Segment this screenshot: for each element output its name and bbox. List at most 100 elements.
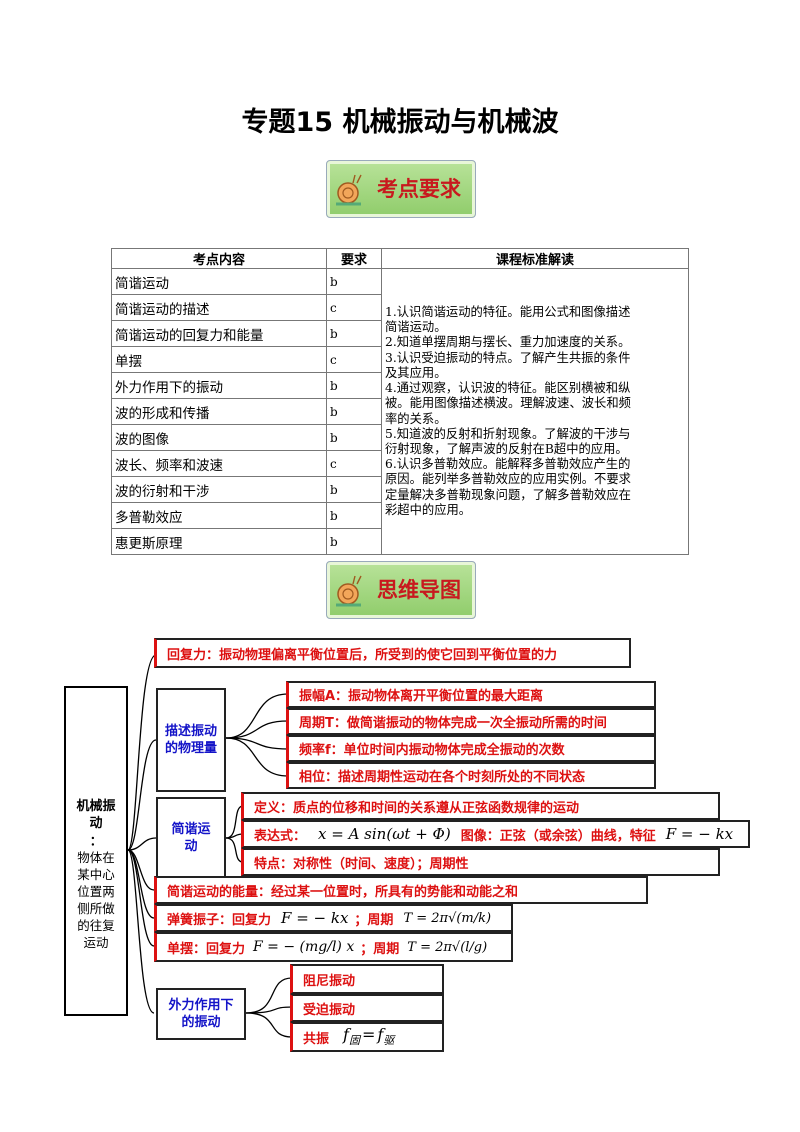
standard-line: 率的关系。 xyxy=(385,411,447,426)
requirements-badge-label: 考点要求 xyxy=(377,177,461,201)
level-cell: b xyxy=(326,268,382,295)
standard-line: 简谐运动。 xyxy=(385,320,447,335)
topic-cell: 简谐运动的描述 xyxy=(111,294,327,321)
standard-line: 3.认识受迫振动的特点。了解产生共振的条件 xyxy=(385,350,631,365)
resonance-sub-rhs: 驱 xyxy=(383,1034,395,1048)
standard-line: 定量解决多普勒现象问题，了解多普勒效应在 xyxy=(385,487,631,502)
damped-text: 阻尼振动 xyxy=(303,973,356,989)
expression-formula: x = A sin(ωt + Φ) xyxy=(318,825,451,843)
shm-group-node: 简谐运动 xyxy=(156,797,226,879)
forced-text: 受迫振动 xyxy=(303,1002,356,1018)
root-colon: ： xyxy=(89,833,103,848)
pendulum-label: 单摆：回复力 xyxy=(167,941,246,957)
resonance-node: 共振 f固=f驱 xyxy=(290,1022,444,1052)
features-node: 特点：对称性（时间、速度）；周期性 xyxy=(241,848,720,876)
standard-line: 1.认识简谐运动的特征。能用公式和图像描述 xyxy=(385,305,631,320)
level-cell: b xyxy=(326,372,382,399)
standard-line: 被。能用图像描述横波。理解波速、波长和频 xyxy=(385,396,631,411)
standard-line: 衍射现象，了解声波的反射在B超中的应用。 xyxy=(385,441,628,456)
definition-text: 定义：质点的位移和时间的关系遵从正弦函数规律的运动 xyxy=(254,800,580,816)
standard-line: 6.认识多普勒效应。能解释多普勒效应产生的 xyxy=(385,457,631,472)
standard-line: 4.通过观察，认识波的特征。能区别横被和纵 xyxy=(385,381,631,396)
expression-node: 表达式： x = A sin(ωt + Φ) 图像：正弦（或余弦）曲线，特征 F… xyxy=(241,820,750,848)
features-text: 特点：对称性（时间、速度）；周期性 xyxy=(254,856,469,872)
standard-line: 及其应用。 xyxy=(385,365,447,380)
root-description: 物体在某中心位置两侧所做的往复运动 xyxy=(77,850,115,950)
header-standard: 课程标准解读 xyxy=(381,248,689,269)
level-cell: b xyxy=(326,320,382,347)
graph-label: 图像：正弦（或余弦）曲线，特征 xyxy=(460,828,656,844)
root-node: 机械振动 ： 物体在某中心位置两侧所做的往复运动 xyxy=(64,686,128,1016)
page-title: 专题15 机械振动与机械波 xyxy=(241,107,559,138)
external-group-node: 外力作用下的振动 xyxy=(156,988,246,1040)
mindmap-badge-label: 思维导图 xyxy=(377,578,461,602)
pendulum-period-label: ；周期 xyxy=(360,941,400,957)
standard-line: 彩超中的应用。 xyxy=(385,502,472,517)
describe-group-text: 描述振动的物理量 xyxy=(164,724,217,756)
energy-text: 简谐运动的能量：经过某一位置时，所具有的势能和动能之和 xyxy=(167,884,519,900)
requirements-badge: 考点要求 xyxy=(326,160,476,218)
period-node: 周期T：做简谐振动的物体完成一次全振动所需的时间 xyxy=(286,708,656,735)
topic-cell: 惠更斯原理 xyxy=(111,528,327,555)
topic-cell: 波的衍射和干涉 xyxy=(111,476,327,503)
spring-oscillator-node: 弹簧振子：回复力 F = − kx ；周期 T = 2π√(m/k) xyxy=(154,904,513,932)
pendulum-period-formula: T = 2π√(l/g) xyxy=(407,939,488,955)
describe-group-node: 描述振动的物理量 xyxy=(156,688,226,792)
topic-cell: 简谐运动 xyxy=(111,268,327,295)
standard-line: 原因。能列举多普勒效应的应用实例。不要求 xyxy=(385,472,631,487)
phase-node: 相位：描述周期性运动在各个时刻所处的不同状态 xyxy=(286,762,656,789)
standard-line: 5.知道波的反射和折射现象。了解波的干涉与 xyxy=(385,426,631,441)
level-cell: b xyxy=(326,398,382,425)
root-title: 机械振动 xyxy=(76,799,116,831)
external-group-text: 外力作用下的振动 xyxy=(168,998,234,1030)
spring-label: 弹簧振子：回复力 xyxy=(167,912,272,928)
amplitude-text: 振幅A：振动物体离开平衡位置的最大距离 xyxy=(299,689,544,704)
frequency-node: 频率f：单位时间内振动物体完成全振动的次数 xyxy=(286,735,656,762)
topic-cell: 波长、频率和波速 xyxy=(111,450,327,477)
snail-icon xyxy=(336,575,362,607)
phase-text: 相位：描述周期性运动在各个时刻所处的不同状态 xyxy=(299,770,586,785)
expression-label: 表达式： xyxy=(254,828,307,844)
resonance-label: 共振 xyxy=(303,1031,330,1047)
definition-node: 定义：质点的位移和时间的关系遵从正弦函数规律的运动 xyxy=(241,792,720,820)
resonance-formula: f固=f驱 xyxy=(343,1025,394,1048)
spring-period-label: ；周期 xyxy=(354,912,394,928)
pendulum-force-formula: F = − (mg/l) x xyxy=(253,939,355,955)
standard-line: 2.知道单摆周期与摆长、重力加速度的关系。 xyxy=(385,335,631,350)
resonance-rhs: f xyxy=(377,1025,384,1045)
level-cell: b xyxy=(326,502,382,529)
level-cell: b xyxy=(326,528,382,555)
restoring-force-node: 回复力：振动物理偏离平衡位置后，所受到的使它回到平衡位置的力 xyxy=(154,638,631,668)
energy-node: 简谐运动的能量：经过某一位置时，所具有的势能和动能之和 xyxy=(154,876,648,904)
amplitude-node: 振幅A：振动物体离开平衡位置的最大距离 xyxy=(286,681,656,708)
level-cell: b xyxy=(326,424,382,451)
forced-node: 受迫振动 xyxy=(290,994,444,1022)
resonance-lhs: f xyxy=(343,1025,349,1045)
restoring-force-text: 回复力：振动物理偏离平衡位置后，所受到的使它回到平衡位置的力 xyxy=(167,647,558,663)
damped-node: 阻尼振动 xyxy=(290,964,444,994)
topic-cell: 多普勒效应 xyxy=(111,502,327,529)
pendulum-node: 单摆：回复力 F = − (mg/l) x ；周期 T = 2π√(l/g) xyxy=(154,932,513,962)
frequency-text: 频率f：单位时间内振动物体完成全振动的次数 xyxy=(299,743,565,758)
topic-cell: 外力作用下的振动 xyxy=(111,372,327,399)
header-level: 要求 xyxy=(326,248,382,269)
period-text: 周期T：做简谐振动的物体完成一次全振动所需的时间 xyxy=(299,716,607,731)
topic-cell: 简谐运动的回复力和能量 xyxy=(111,320,327,347)
spring-force-formula: F = − kx xyxy=(281,909,349,927)
shm-group-text: 简谐运动 xyxy=(171,822,211,854)
mindmap-badge: 思维导图 xyxy=(326,561,476,619)
resonance-eq: = xyxy=(361,1025,376,1045)
standard-cell: 1.认识简谐运动的特征。能用公式和图像描述简谐运动。2.知道单摆周期与摆长、重力… xyxy=(381,268,689,555)
